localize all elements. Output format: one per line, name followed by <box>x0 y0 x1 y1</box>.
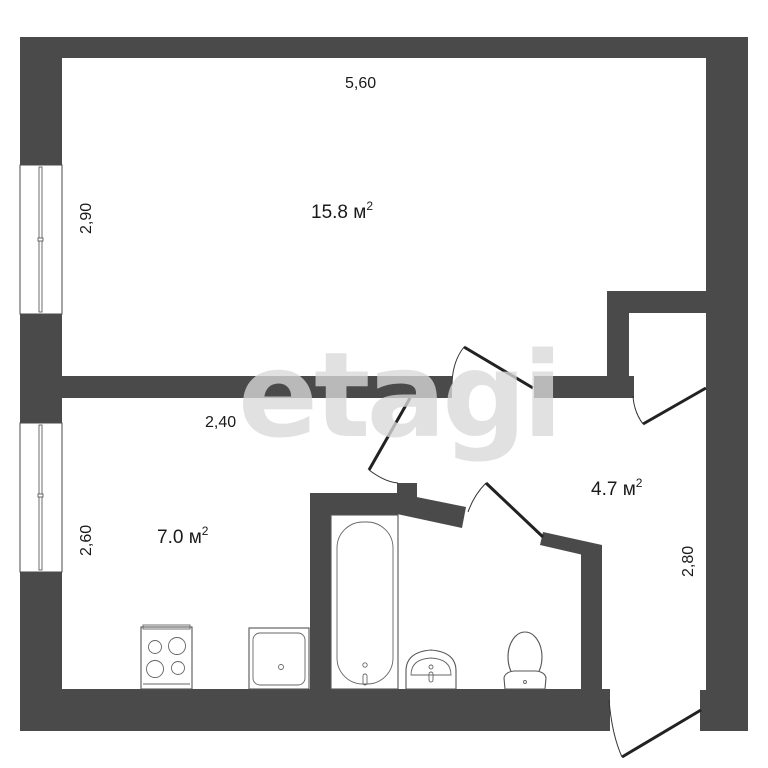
window-kitchen <box>19 422 63 573</box>
washbasin <box>405 649 457 690</box>
window-living <box>19 164 63 315</box>
bath-wall-left <box>310 493 331 693</box>
toilet <box>503 631 547 690</box>
living-room-area: 15.8 м2 <box>311 199 373 223</box>
kitchen-width: 2,40 <box>205 414 236 431</box>
door-entrance[interactable] <box>608 699 702 759</box>
door-kitchen[interactable] <box>367 397 412 484</box>
wall-bottom <box>20 689 608 731</box>
wall-right-upper <box>706 37 748 427</box>
wall-right-lower <box>706 425 748 731</box>
kitchen-height: 2,60 <box>78 525 95 556</box>
kitchen-area: 7.0 м2 <box>157 524 209 548</box>
bathtub <box>330 514 399 690</box>
hallway-area: 4.7 м2 <box>591 476 643 500</box>
door-living-room[interactable] <box>451 345 534 390</box>
wall-left-upper <box>20 37 62 165</box>
living-room-height: 2,90 <box>78 203 95 234</box>
closet-wall-top <box>607 291 706 313</box>
wall-right-stub <box>700 690 748 731</box>
entrance-jamb-left <box>600 689 610 731</box>
door-bathroom[interactable] <box>467 481 545 539</box>
stove <box>140 624 193 690</box>
living-room-width: 5,60 <box>345 75 376 92</box>
closet-wall-left <box>607 291 629 398</box>
kitchen-sink <box>248 627 310 690</box>
hallway-height: 2,80 <box>680 546 697 577</box>
door-closet[interactable] <box>632 386 707 426</box>
wall-left-middle <box>20 314 62 423</box>
bath-wall-angled-left <box>397 493 466 528</box>
watermark: etagi <box>238 326 559 464</box>
walls <box>20 37 748 731</box>
wall-top <box>20 37 748 58</box>
wall-living-kitchen <box>62 376 452 398</box>
bath-wall-top-left <box>310 493 398 515</box>
bath-wall-right <box>581 545 602 693</box>
